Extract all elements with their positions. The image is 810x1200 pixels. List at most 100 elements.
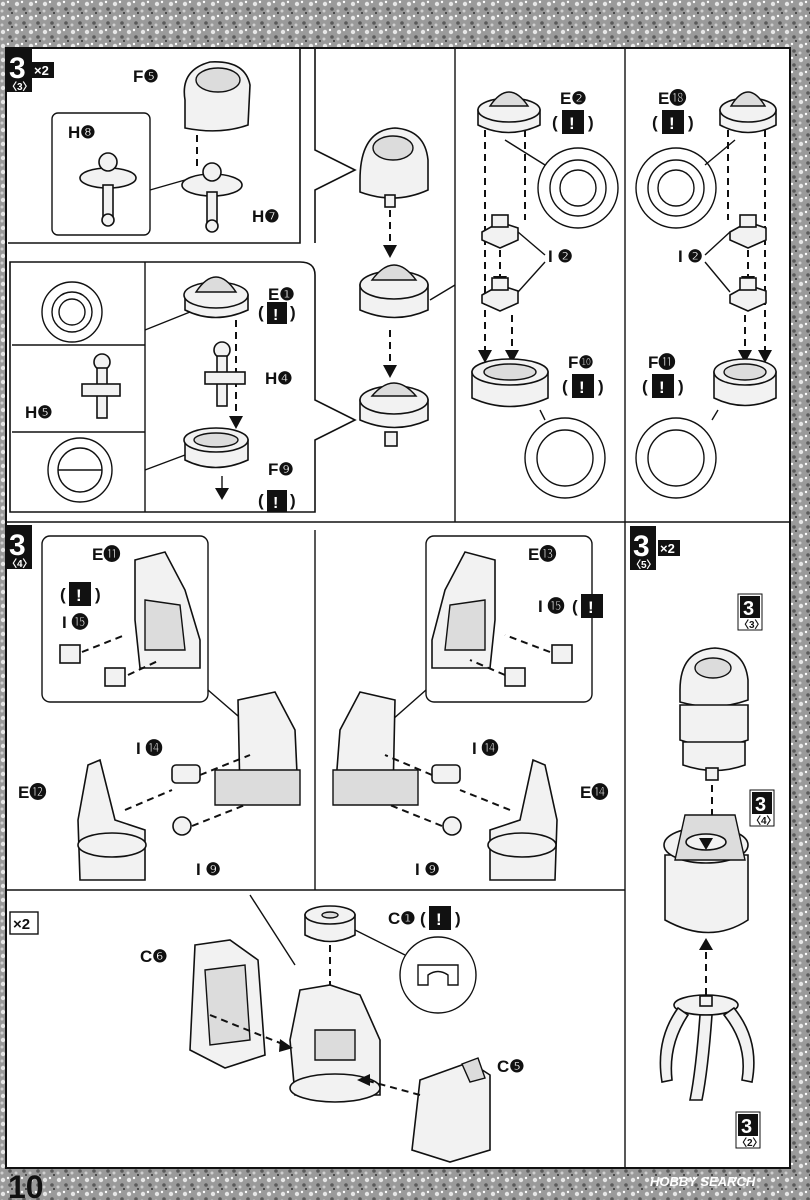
svg-text:×2: ×2 [660,541,675,556]
svg-text:3: 3 [9,52,26,85]
part-E13 [431,551,496,669]
assembled-body-mid [359,264,429,319]
label-I2-left: I ❷ [548,247,573,266]
label-F5: F❺ [133,67,159,86]
caution-F9: ( ! ) [258,490,296,512]
label-F9: F❾ [268,460,294,479]
label-H7: H❼ [252,207,280,226]
assembled-upper-stack [679,647,749,781]
svg-text:(: ( [420,909,426,928]
svg-text:): ) [688,113,694,132]
label-E2: E❷ [560,89,587,108]
label-E14: E⓮ [580,782,608,802]
svg-text:〈5〉: 〈5〉 [631,558,657,571]
label-H4: H❹ [265,369,293,388]
part-I9-left [172,816,192,836]
label-H8: H❽ [68,123,96,142]
part-stand-legs [659,994,755,1101]
label-E1: E❶ [268,285,295,304]
caution-C1: ( ! ) [420,906,461,930]
label-C6: C❻ [140,947,168,966]
svg-text:3: 3 [9,529,26,562]
label-C5: C❺ [497,1057,525,1076]
multiplier-badge-bottom: ×2 [9,911,39,935]
part-H7 [181,162,243,233]
svg-text:): ) [598,377,604,396]
svg-text:〈4〉: 〈4〉 [7,557,33,570]
svg-text:): ) [455,909,461,928]
step-3-4-section: 3 〈4〉 E⓫ ( ! ) I ⓯ E⓬ I [6,522,626,1168]
svg-text:(: ( [572,597,578,616]
svg-text:!: ! [76,586,82,605]
step-3-3-section: 3 〈3〉 ×2 F❺ H❽ H❼ [6,48,790,523]
svg-text:!: ! [659,378,665,397]
svg-text:(: ( [258,303,264,322]
part-E12 [77,758,147,881]
part-E11 [134,551,201,669]
svg-text:3: 3 [633,530,650,563]
caution-E11: ( ! ) [60,582,101,606]
svg-text:!: ! [579,378,585,397]
step-3-5-section: 3 〈5〉 ×2 3 〈3〉 3 〈4〉 [630,526,777,1149]
part-F5-dome [183,61,251,132]
part-C5 [411,1057,491,1163]
label-I2-right: I ❷ [678,247,703,266]
svg-text:(: ( [60,585,66,604]
part-I2-lower-left [481,277,519,312]
part-I14-left [171,764,201,784]
step-badge-3-3: 3 〈3〉 ×2 [6,48,54,93]
svg-text:!: ! [436,910,442,929]
svg-text:〈3〉: 〈3〉 [7,80,33,93]
part-cover-core-assembly [289,984,381,1103]
label-H5: H❺ [25,403,53,422]
part-I15-left-b [104,667,126,687]
svg-text:!: ! [569,114,575,133]
part-E2 [477,91,541,134]
label-I14-right: I ⓮ [472,738,498,758]
part-I9-right [442,816,462,836]
label-I9-right: I ❾ [415,860,440,879]
svg-text:!: ! [273,307,278,324]
ref-badge-3-4: 3 〈4〉 [749,789,777,827]
part-E14 [487,758,558,881]
svg-text:×2: ×2 [34,63,49,78]
svg-text:!: ! [669,114,675,133]
part-I2-lower-right [729,277,767,312]
part-E11-assembled-left [214,691,301,806]
ref-badge-3-3: 3 〈3〉 [737,593,765,631]
ref-badge-3-2: 3 〈2〉 [735,1111,763,1149]
part-I15-right-b [504,667,526,687]
svg-text:(: ( [258,491,264,510]
svg-text:〈3〉: 〈3〉 [739,618,765,631]
svg-text:3: 3 [743,598,754,620]
part-E1 [183,276,249,319]
label-C1: C❶ [388,909,416,928]
svg-text:!: ! [273,495,278,512]
label-I15-left: I ⓯ [62,612,88,632]
watermark-text: HOBBY SEARCH [650,1174,756,1189]
part-I15-right-a [551,644,573,664]
label-F10: F❿ [568,353,594,372]
part-I2-upper-right [729,214,767,249]
svg-text:〈4〉: 〈4〉 [751,814,777,827]
part-H8 [79,152,137,227]
svg-text:×2: ×2 [13,916,30,933]
svg-text:(: ( [642,377,648,396]
label-E12: E⓬ [18,782,46,802]
detail-circle-C1 [399,936,477,1014]
detail-circle-E1 [41,281,103,343]
step-badge-3-4: 3 〈4〉 [6,525,33,570]
part-H4 [204,341,246,407]
svg-text:): ) [678,377,684,396]
label-I15-right: I ⓯ [538,596,564,616]
svg-text:(: ( [562,377,568,396]
svg-text:): ) [588,113,594,132]
assembled-lower-body [663,814,749,934]
part-C1 [304,905,356,943]
part-H5 [81,353,121,419]
svg-text:!: ! [588,598,594,617]
caution-E2: ( ! ) [552,110,594,134]
svg-text:): ) [290,491,296,510]
page-number: 10 [8,1169,44,1200]
